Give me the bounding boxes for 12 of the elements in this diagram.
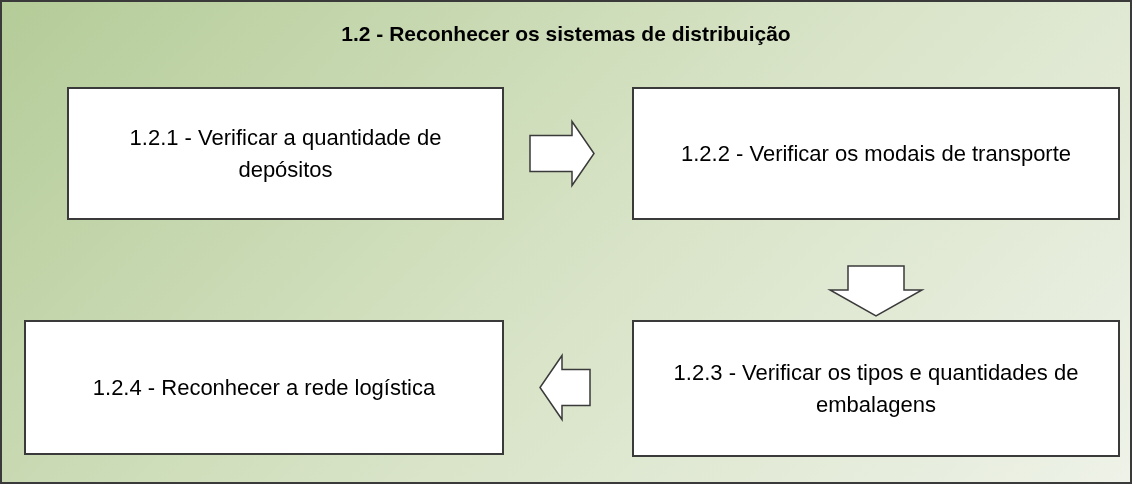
block-arrow <box>539 353 591 422</box>
process-box <box>632 87 1120 220</box>
process-box <box>67 87 504 220</box>
block-arrow <box>529 119 595 188</box>
box-text: 1.2.2 - Verificar os modais de transporte <box>680 139 1072 168</box>
box-text: 1.2.1 - Verificar a quantidade de depósitos <box>128 123 443 184</box>
process-box <box>632 320 1120 457</box>
box-text: 1.2.3 - Verificar os tipos e quantidades de embalagens <box>672 358 1080 419</box>
box-text: 1.2.4 - Reconhecer a rede logística <box>92 373 436 402</box>
panel-title: 1.2 - Reconhecer os sistemas de distribuição <box>340 21 792 47</box>
block-arrow <box>827 265 925 317</box>
process-box <box>24 320 504 455</box>
